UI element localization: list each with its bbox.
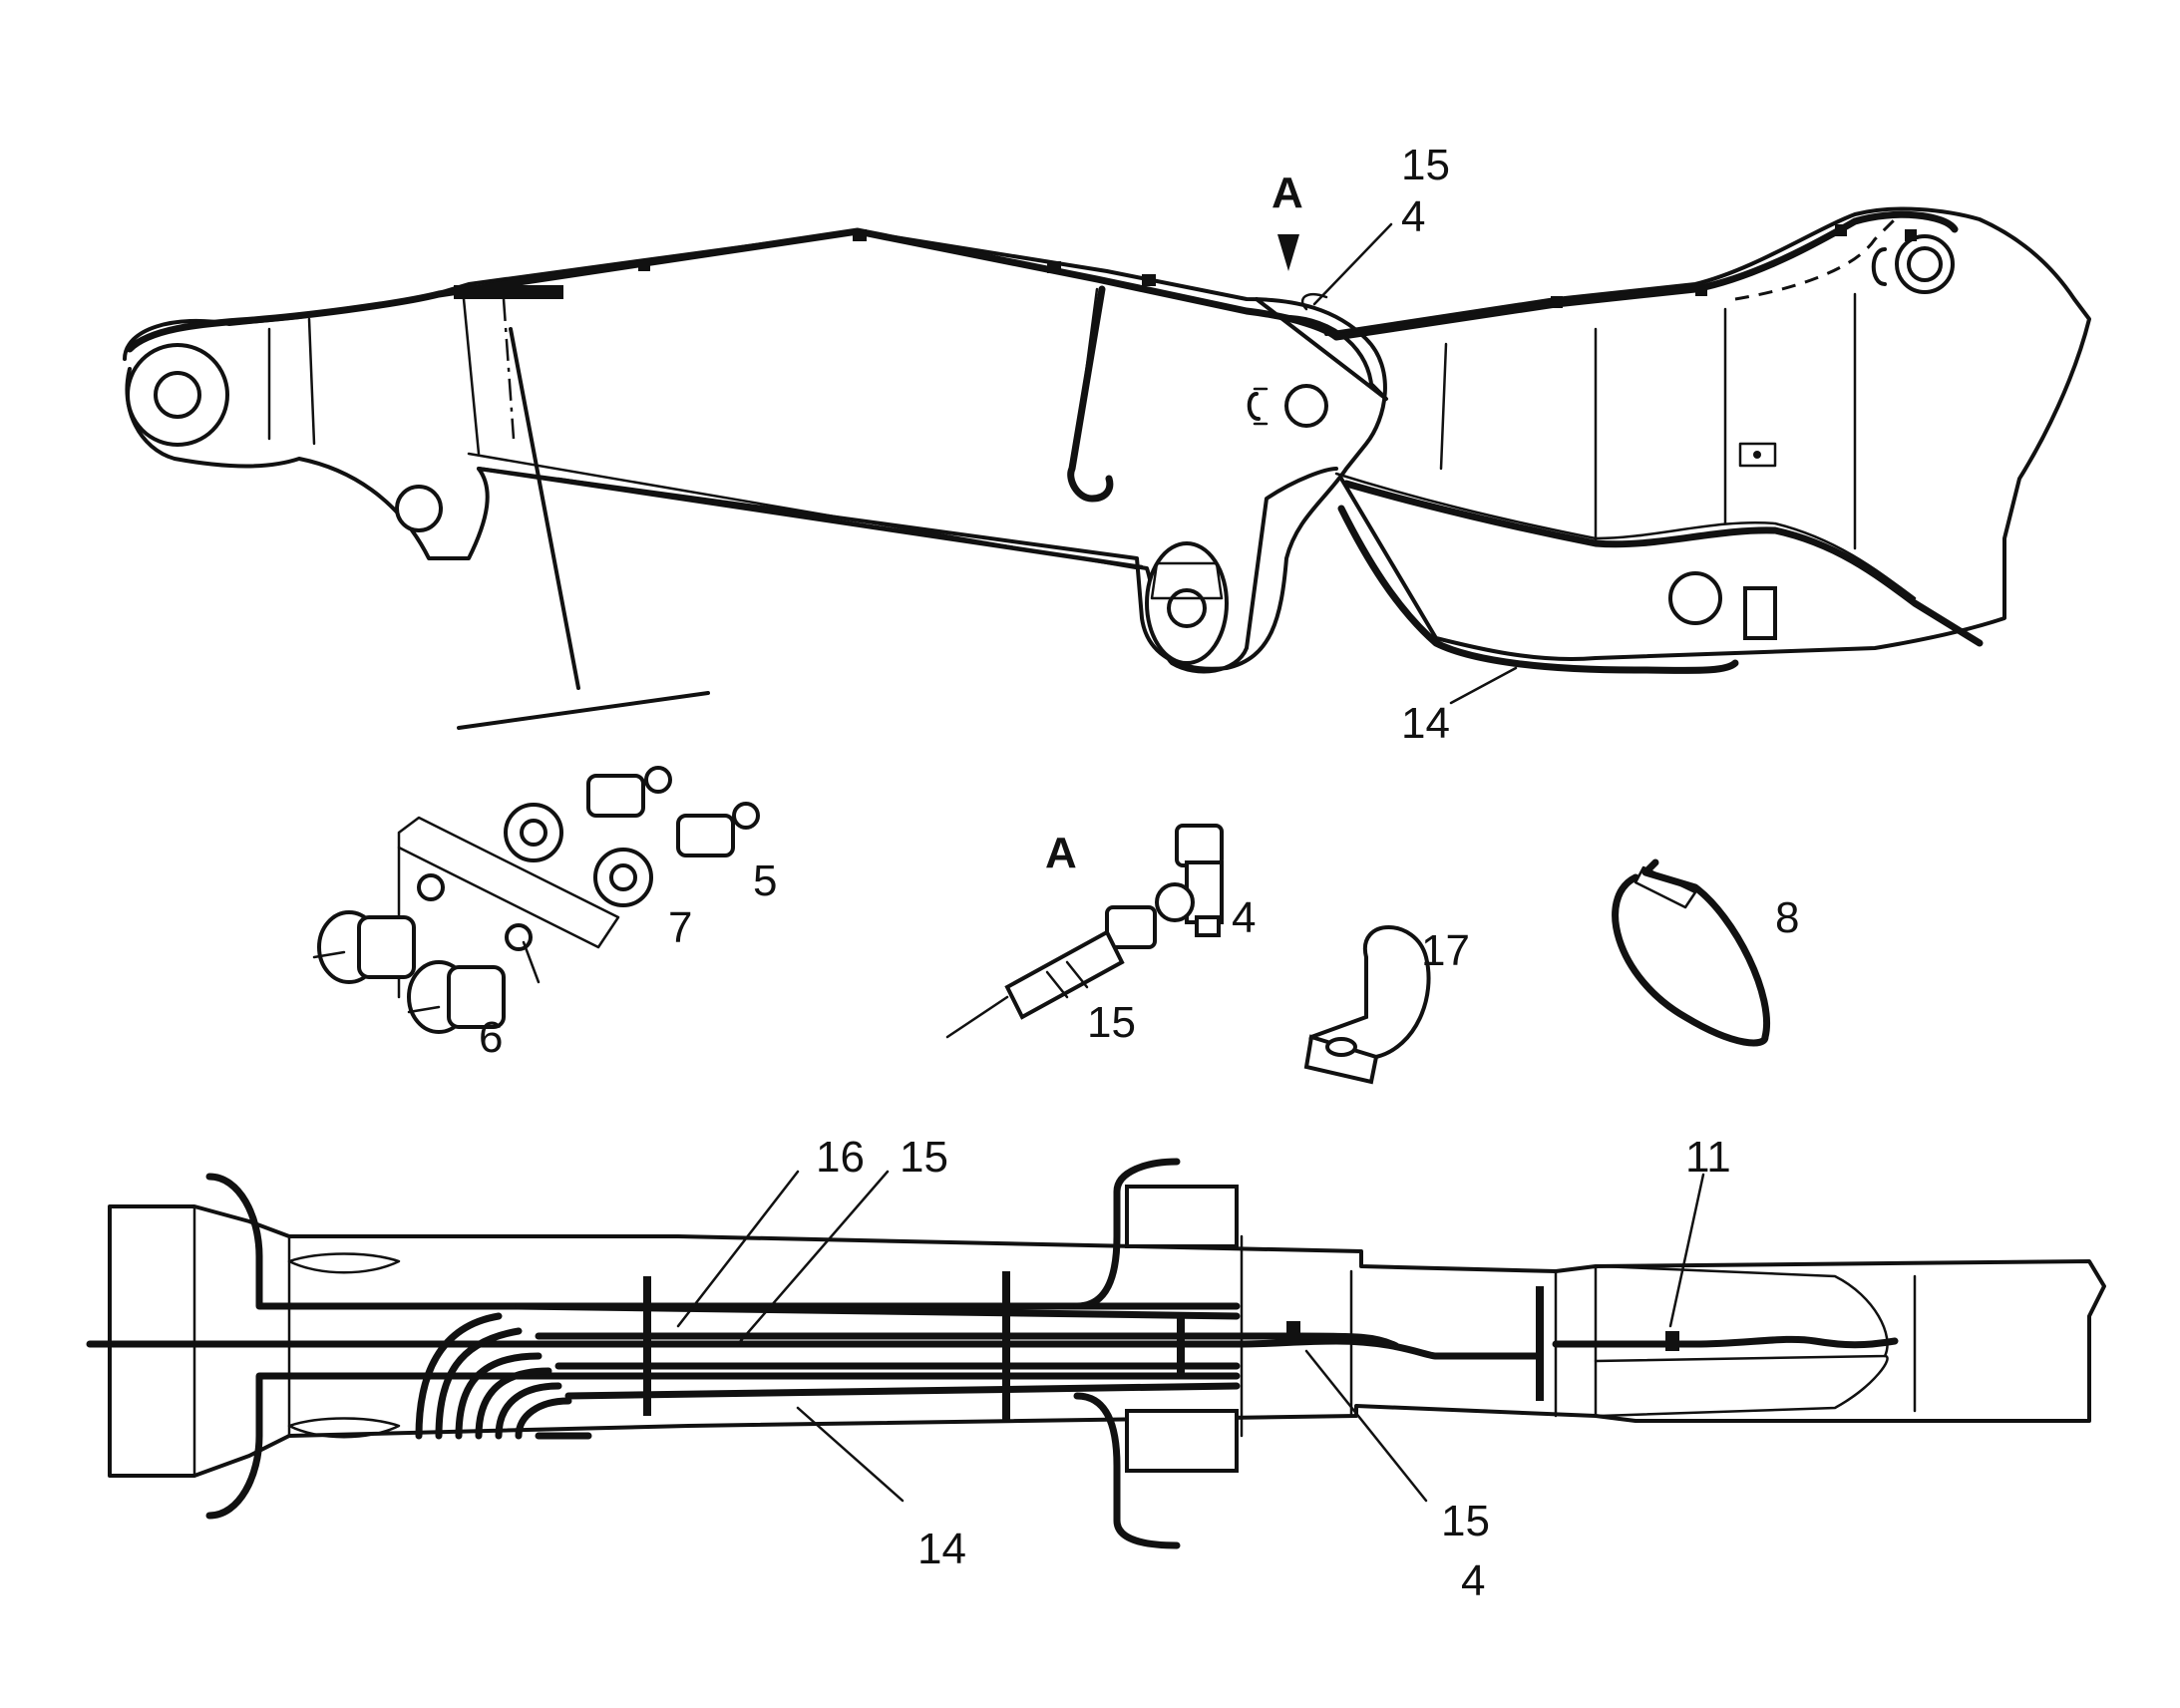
boom-plan-view	[86, 1158, 2106, 1549]
callout-6: 6	[479, 1013, 503, 1062]
callout-detail-4: 4	[1232, 893, 1256, 942]
callout-bot-4: 4	[1461, 1556, 1485, 1605]
hose-clips	[454, 224, 1917, 308]
callout-5: 5	[753, 856, 777, 905]
callout-bot-15b: 15	[1441, 1497, 1490, 1545]
arrow-down-icon	[1277, 234, 1299, 271]
callout-bot-15a: 15	[900, 1133, 948, 1182]
callout-top-15: 15	[1401, 141, 1450, 189]
callout-11: 11	[1685, 1133, 1731, 1182]
callout-8: 8	[1775, 893, 1799, 942]
callout-7: 7	[668, 903, 692, 952]
callout-17: 17	[1421, 926, 1470, 975]
callout-bot-14: 14	[917, 1525, 966, 1573]
callout-top-4: 4	[1401, 192, 1425, 241]
callout-16: 16	[816, 1133, 865, 1182]
detail-a-fitting	[945, 824, 1224, 1039]
callout-top-a: A	[1272, 169, 1303, 217]
leader-lines	[676, 222, 1705, 1503]
fittings-group	[312, 766, 760, 1034]
callout-detail-15: 15	[1087, 998, 1136, 1047]
boom-side-view	[123, 206, 2091, 730]
callout-labels: 15 4 A 14 5 7 6 A 4 15 17 8 16 15 11 14 …	[479, 141, 1799, 1605]
cable-strap	[1612, 858, 1770, 1047]
callout-detail-a: A	[1045, 829, 1077, 877]
callout-top-14: 14	[1401, 699, 1450, 748]
p-clamp	[1303, 925, 1431, 1085]
